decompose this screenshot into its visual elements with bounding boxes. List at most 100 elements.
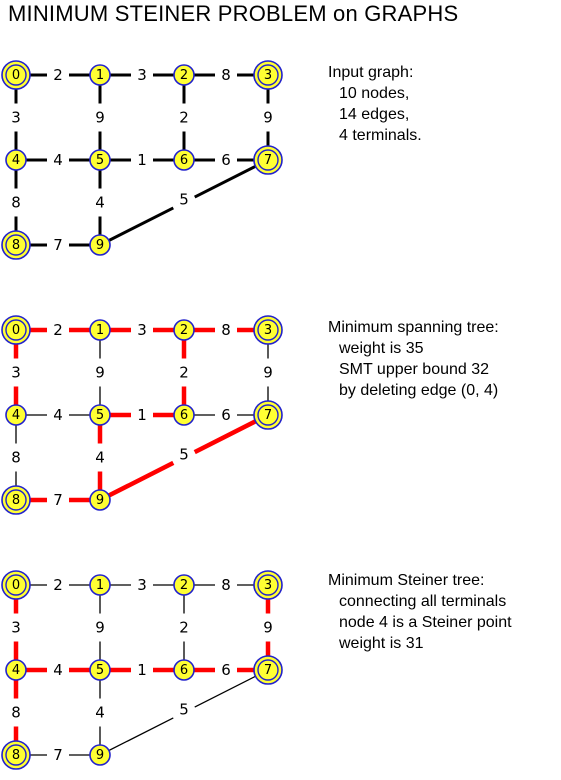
caption-line: 14 edges, bbox=[339, 106, 410, 123]
node-circle bbox=[5, 489, 27, 511]
graph-node-5: 5 bbox=[89, 659, 111, 681]
mst-caption: Minimum spanning tree: weight is 35 SMT … bbox=[328, 317, 499, 401]
edge-weight-label: 4 bbox=[53, 661, 63, 679]
node-label: 4 bbox=[12, 153, 20, 168]
edge-weight-label: 6 bbox=[221, 661, 231, 679]
node-label: 8 bbox=[12, 748, 20, 763]
edge-weight-label: 3 bbox=[11, 109, 21, 127]
node-label: 6 bbox=[180, 408, 188, 423]
graph-node-7: 7 bbox=[253, 400, 283, 430]
node-label: 5 bbox=[96, 663, 104, 678]
node-label: 9 bbox=[96, 493, 104, 508]
graph-node-9: 9 bbox=[89, 234, 111, 256]
graph-edge-9-7 bbox=[99, 206, 174, 247]
node-circle bbox=[257, 574, 279, 596]
node-label: 1 bbox=[96, 323, 104, 338]
edge-weight-label: 2 bbox=[53, 576, 63, 594]
caption-heading: Input graph: bbox=[328, 64, 414, 81]
graph-node-2: 2 bbox=[173, 319, 195, 341]
edge-weight-label: 5 bbox=[179, 701, 189, 719]
edge-weight-label: 8 bbox=[221, 66, 231, 84]
node-circle bbox=[89, 149, 111, 171]
graph-node-5: 5 bbox=[89, 149, 111, 171]
node-label: 7 bbox=[264, 408, 272, 423]
graph-edge-9-7 bbox=[99, 717, 174, 756]
node-label: 0 bbox=[12, 578, 20, 593]
node-label: 6 bbox=[180, 153, 188, 168]
node-label: 3 bbox=[264, 68, 272, 83]
node-label: 0 bbox=[12, 323, 20, 338]
caption-line: 4 terminals. bbox=[339, 127, 422, 144]
node-layer: 0 1 2 3 4 5 6 7 8 9 bbox=[1, 570, 283, 770]
node-circle bbox=[5, 64, 27, 86]
graph-node-4: 4 bbox=[5, 149, 27, 171]
edge-weight-label: 2 bbox=[53, 321, 63, 339]
caption-line: weight is 31 bbox=[339, 635, 424, 652]
edge-weight-label: 9 bbox=[95, 364, 105, 382]
node-label: 4 bbox=[12, 663, 20, 678]
edge-weight-label: 2 bbox=[179, 364, 189, 382]
graph-node-6: 6 bbox=[173, 149, 195, 171]
node-circle bbox=[257, 319, 279, 341]
input-graph-caption: Input graph: 10 nodes, 14 edges, 4 termi… bbox=[328, 62, 422, 146]
node-circle bbox=[5, 744, 27, 766]
node-label: 2 bbox=[180, 68, 188, 83]
node-circle bbox=[89, 64, 111, 86]
node-circle bbox=[257, 659, 279, 681]
node-circle bbox=[173, 64, 195, 86]
graph-node-2: 2 bbox=[173, 64, 195, 86]
node-circle bbox=[5, 319, 27, 341]
graph-node-8: 8 bbox=[1, 740, 31, 770]
node-label: 5 bbox=[96, 153, 104, 168]
edge-weight-label: 4 bbox=[95, 194, 105, 212]
node-layer: 0 1 2 3 4 5 6 7 8 9 bbox=[1, 315, 283, 515]
node-circle bbox=[257, 404, 279, 426]
edge-weight-label: 3 bbox=[137, 321, 147, 339]
caption-heading: Minimum Steiner tree: bbox=[328, 572, 485, 589]
edge-weight-label: 8 bbox=[11, 704, 21, 722]
node-label: 3 bbox=[264, 323, 272, 338]
node-label: 8 bbox=[12, 238, 20, 253]
node-label: 3 bbox=[264, 578, 272, 593]
edge-weight-label: 5 bbox=[179, 191, 189, 209]
graph-node-6: 6 bbox=[173, 404, 195, 426]
caption-line: connecting all terminals bbox=[339, 593, 507, 610]
graph-node-9: 9 bbox=[89, 489, 111, 511]
edge-weight-label: 3 bbox=[137, 66, 147, 84]
edge-weight-label: 4 bbox=[53, 151, 63, 169]
graph-node-2: 2 bbox=[173, 574, 195, 596]
node-circle bbox=[89, 234, 111, 256]
caption-line: by deleting edge (0, 4) bbox=[339, 382, 499, 399]
node-circle bbox=[173, 404, 195, 426]
node-circle bbox=[89, 574, 111, 596]
caption-heading: Minimum spanning tree: bbox=[328, 319, 499, 336]
node-circle bbox=[173, 149, 195, 171]
edge-weight-label: 3 bbox=[137, 576, 147, 594]
edge-weight-label: 8 bbox=[221, 576, 231, 594]
node-circle bbox=[89, 489, 111, 511]
edge-weight-label: 3 bbox=[11, 364, 21, 382]
node-label: 1 bbox=[96, 578, 104, 593]
graph-node-1: 1 bbox=[89, 64, 111, 86]
node-circle bbox=[5, 404, 27, 426]
node-circle bbox=[89, 319, 111, 341]
edge-weight-label: 9 bbox=[263, 619, 273, 637]
edge-weight-label: 9 bbox=[263, 364, 273, 382]
edge-weight-label: 3 bbox=[11, 619, 21, 637]
graph-node-3: 3 bbox=[253, 60, 283, 90]
node-label: 5 bbox=[96, 408, 104, 423]
edge-weight-label: 4 bbox=[53, 406, 63, 424]
node-label: 7 bbox=[264, 663, 272, 678]
node-circle bbox=[5, 574, 27, 596]
edge-weight-label: 9 bbox=[263, 109, 273, 127]
graph-node-5: 5 bbox=[89, 404, 111, 426]
edge-weight-label: 8 bbox=[11, 449, 21, 467]
caption-line: weight is 35 bbox=[339, 340, 424, 357]
edge-weight-label: 9 bbox=[95, 109, 105, 127]
node-circle bbox=[5, 149, 27, 171]
